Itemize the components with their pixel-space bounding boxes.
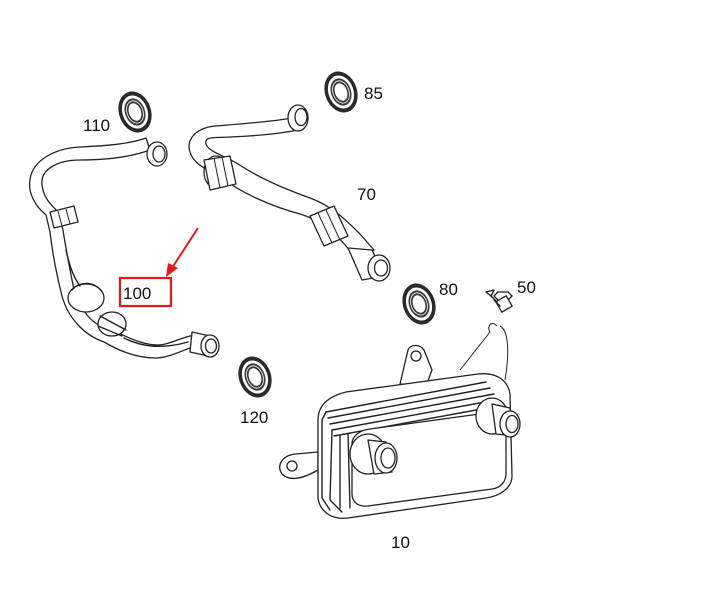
oil-cooler-port-right [475, 397, 521, 438]
seal-ring-80 [402, 283, 436, 325]
seal-ring-120 [238, 356, 272, 398]
hose-70 [188, 104, 391, 282]
hose-100 [28, 137, 220, 359]
bolt-50 [485, 289, 513, 313]
callout-100: 100 [123, 284, 151, 303]
oil-cooler-port-left [349, 433, 398, 475]
highlight-marker [118, 227, 199, 308]
oil-cooler-10 [279, 344, 521, 519]
bolt-50-leader [459, 323, 509, 381]
hose-100-clamp-upper [49, 205, 79, 229]
seal-ring-110 [118, 91, 152, 133]
callout-10: 10 [391, 533, 410, 552]
callout-70: 70 [357, 185, 376, 204]
seal-ring-85 [324, 71, 358, 113]
hose-70-end-lower [347, 247, 391, 282]
highlight-box [118, 276, 173, 308]
callout-110: 110 [83, 116, 110, 135]
hose-70-end-upper [287, 104, 309, 132]
callout-85: 85 [364, 84, 383, 103]
hose-100-end-upper [146, 141, 168, 167]
callout-50: 50 [517, 278, 536, 297]
callout-80: 80 [439, 280, 458, 299]
hose-100-junction [67, 282, 127, 337]
hose-70-clamp [203, 155, 237, 191]
hose-100-end-lower [189, 331, 220, 358]
hose-70-clamp-lower [309, 205, 349, 247]
callout-120: 120 [240, 408, 268, 427]
